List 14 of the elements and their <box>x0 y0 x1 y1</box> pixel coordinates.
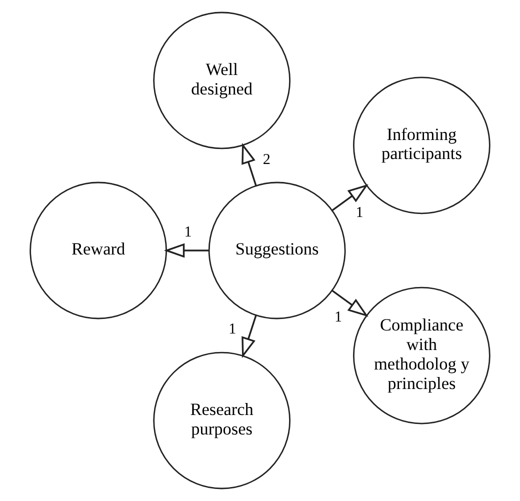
node-circle: Reward <box>30 182 167 320</box>
edge-label: 1 <box>184 224 192 240</box>
arrow <box>332 184 368 212</box>
edge-label: 2 <box>262 152 270 168</box>
edge-label: 1 <box>228 322 236 338</box>
node-circle: Research purposes <box>153 352 291 490</box>
edge-label: 1 <box>334 309 342 326</box>
edge-label: 1 <box>356 204 364 221</box>
arrow <box>242 315 257 358</box>
arrow <box>242 142 257 186</box>
node-circle: Well designed <box>153 12 291 150</box>
arrow <box>332 290 368 317</box>
arrow <box>164 243 209 258</box>
node-circle: Compliance with methodolog y principles <box>353 286 490 424</box>
